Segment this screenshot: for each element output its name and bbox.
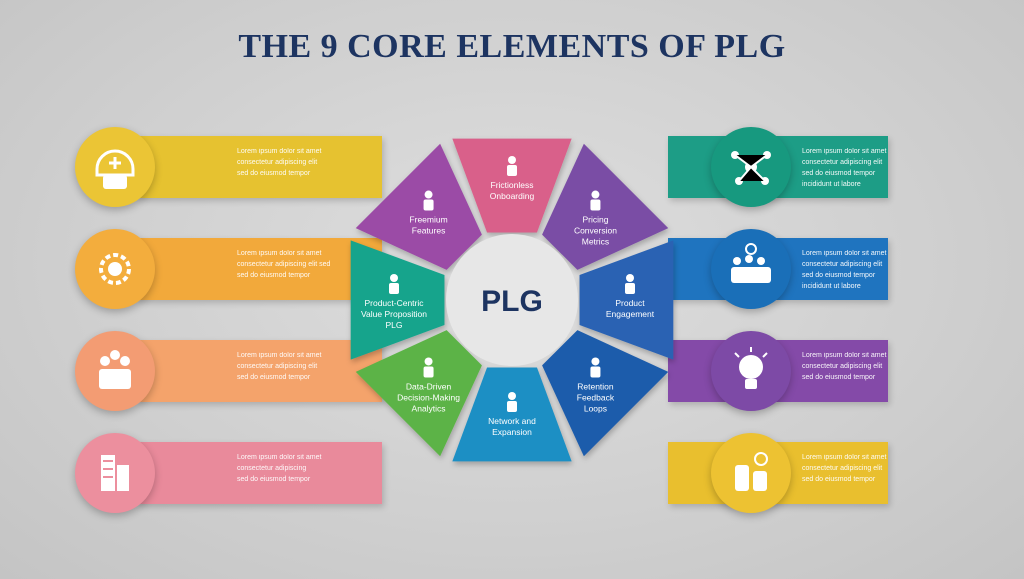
team-icon [590,357,601,378]
segment-label: PLG [385,320,402,330]
segment-label: Expansion [492,427,532,437]
wheel-segment [350,240,445,360]
left-card-4: Lorem ipsum dolor sit amet consectetur a… [75,433,385,513]
group-icon [590,190,601,211]
wheel-segment [542,330,669,457]
segment-label: Onboarding [490,191,535,201]
segment-label: Decision-Making [397,392,460,402]
gear-icon [423,357,434,378]
card-circle [711,331,791,411]
crowd-icon [719,237,783,301]
card-bar [137,340,382,402]
card-text: Lorem ipsum dolor sit amet consectetur a… [802,148,887,188]
card-circle [75,127,155,207]
segment-label: Retention [577,381,614,391]
card-text: Lorem ipsum dolor sit amet consectetur a… [237,352,322,381]
wheel-segment [355,143,482,270]
segment-label: Analytics [412,403,446,413]
segment-label: Conversion [574,226,617,236]
wheel-segment [355,330,482,457]
card-circle [75,433,155,513]
card-circle [75,331,155,411]
network-icon [719,135,783,199]
building-icon [83,441,147,505]
people-icon [625,274,635,294]
segment-label: Data-Driven [406,381,452,391]
card-circle [711,433,791,513]
segment-label: Product [615,298,645,308]
plg-wheel: PLG FrictionlessOnboardingPricingConvers… [350,138,674,462]
card-text: Lorem ipsum dolor sit amet consectetur a… [802,352,887,381]
card-circle [711,229,791,309]
card-circle [75,229,155,309]
card-text: Lorem ipsum dolor sit amet consectetur a… [237,250,331,279]
segment-label: Engagement [606,309,655,319]
left-card-3: Lorem ipsum dolor sit amet consectetur a… [75,331,385,411]
user-icon [389,274,399,294]
person-icon [507,156,517,176]
segment-label: Product-Centric [364,298,424,308]
right-card-3: Lorem ipsum dolor sit amet consectetur a… [665,331,950,411]
segment-label: Freemium [409,215,447,225]
card-bar [137,238,382,300]
pair-icon [423,190,434,211]
card-text: Lorem ipsum dolor sit amet consectetur a… [237,454,322,483]
wheel-segment [579,240,674,360]
left-card-1: Lorem ipsum dolor sit amet consectetur a… [75,127,385,207]
center-hub [446,234,578,366]
segment-label: Pricing [582,215,608,225]
gear-icon [83,237,147,301]
right-card-2: Lorem ipsum dolor sit amet consectetur a… [665,229,950,309]
segment-label: Loops [584,403,607,413]
wheel-segment [452,367,572,462]
wheel-segment [542,143,669,270]
segment-label: Value Proposition [361,309,427,319]
coins-icon [719,441,783,505]
team-icon [83,339,147,403]
community-icon [507,392,517,412]
card-text: Lorem ipsum dolor sit amet consectetur a… [802,454,887,483]
segment-label: Feedback [577,392,615,402]
card-bar [137,136,382,198]
card-bar [137,442,382,504]
right-card-1: Lorem ipsum dolor sit amet consectetur a… [665,127,950,207]
wheel-segment [452,138,572,233]
segment-label: Metrics [582,237,609,247]
segment-label: Network and [488,416,536,426]
bulb-icon [719,339,783,403]
left-card-2: Lorem ipsum dolor sit amet consectetur a… [75,229,385,309]
page-title: THE 9 CORE ELEMENTS OF PLG [238,28,786,65]
card-circle [711,127,791,207]
card-text: Lorem ipsum dolor sit amet consectetur a… [802,250,887,290]
segment-label: Features [412,226,446,236]
segment-label: Frictionless [491,180,534,190]
center-label: PLG [481,285,543,318]
card-text: Lorem ipsum dolor sit amet consectetur a… [237,148,322,177]
helmet-icon [83,135,147,199]
right-card-4: Lorem ipsum dolor sit amet consectetur a… [665,433,950,513]
